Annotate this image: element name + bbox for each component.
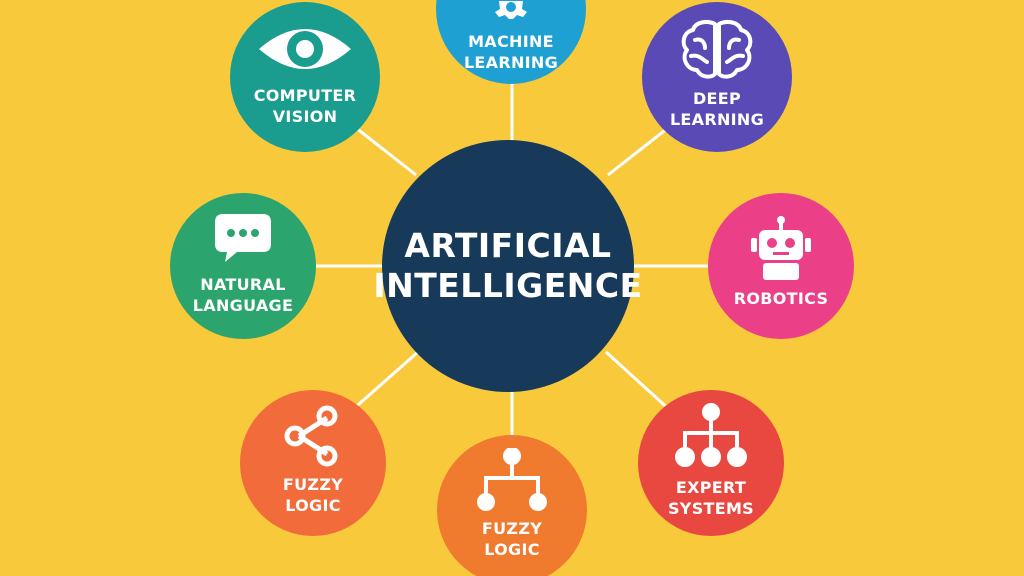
node-label: NATURAL LANGUAGE: [193, 274, 293, 316]
node-fuzzy-logic-left: FUZZY LOGIC: [240, 390, 386, 536]
eye-icon: [259, 29, 351, 69]
share-icon: [284, 405, 338, 467]
label-line: LEARNING: [463, 53, 559, 72]
label-line: COMPUTER: [253, 86, 357, 105]
label-line: LANGUAGE: [192, 296, 294, 315]
label-line: LEARNING: [669, 110, 765, 129]
hub-artificial-intelligence: ARTIFICIAL INTELLIGENCE: [373, 140, 642, 392]
label-line: FUZZY: [282, 475, 344, 494]
branch-icon: [477, 448, 547, 511]
label-line: EXPERT: [675, 478, 747, 497]
chat-bubble-icon: [215, 214, 271, 262]
node-deep-learning: DEEP LEARNING: [642, 2, 792, 152]
label-line: FUZZY: [481, 519, 543, 538]
label-line: LOGIC: [285, 496, 341, 515]
robot-icon: [751, 215, 811, 280]
node-computer-vision: COMPUTER VISION: [230, 2, 380, 152]
label-line: VISION: [272, 107, 338, 126]
node-label: FUZZY LOGIC: [482, 518, 542, 560]
label-line: NATURAL: [200, 275, 286, 294]
hub-title-line1: ARTIFICIAL: [404, 226, 612, 265]
label-line: DEEP: [692, 89, 742, 108]
hierarchy-icon: [675, 403, 747, 467]
brain-icon: [681, 20, 753, 79]
node-label: FUZZY LOGIC: [283, 474, 343, 516]
hub-title-line2: INTELLIGENCE: [373, 266, 643, 305]
node-expert-systems: EXPERT SYSTEMS: [638, 390, 784, 536]
link-fuzzy-logic-left: [349, 350, 419, 414]
label-line: MACHINE: [468, 32, 554, 51]
node-robotics: ROBOTICS: [708, 193, 854, 339]
node-label: DEEP LEARNING: [670, 88, 764, 130]
label-line: ROBOTICS: [733, 288, 829, 308]
link-expert-systems: [604, 350, 674, 414]
label-line: LOGIC: [484, 540, 540, 559]
node-label: COMPUTER VISION: [254, 85, 357, 127]
node-label: EXPERT SYSTEMS: [668, 477, 754, 519]
node-fuzzy-logic-bottom: FUZZY LOGIC: [437, 435, 587, 576]
node-natural-language: NATURAL LANGUAGE: [170, 193, 316, 339]
gear-icon: [495, 1, 527, 19]
node-label: MACHINE LEARNING: [464, 31, 558, 73]
node-label: ROBOTICS: [734, 288, 829, 309]
label-line: SYSTEMS: [667, 499, 755, 518]
